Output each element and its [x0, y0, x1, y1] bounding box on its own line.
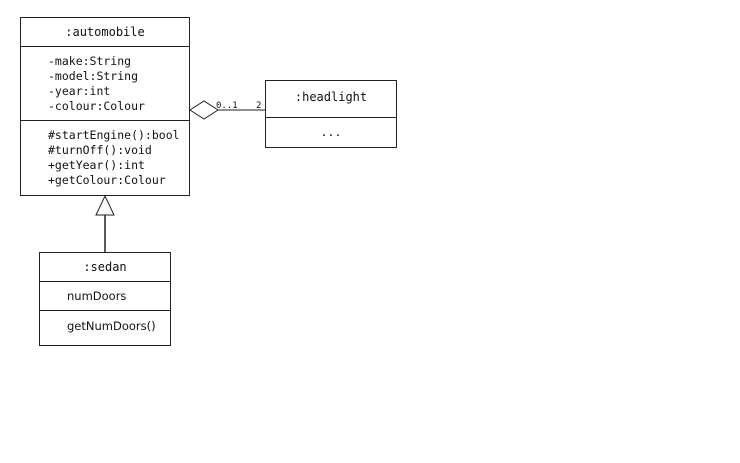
generalization-arrowhead — [95, 194, 115, 216]
headlight-ellipsis: ... — [320, 125, 342, 139]
attribute-make: -make:String — [48, 54, 132, 68]
automobile-class-name: :automobile — [65, 25, 145, 39]
attribute-num-doors: numDoors — [67, 289, 127, 303]
aggregation-diamond — [189, 100, 219, 120]
operation-get-year: +getYear():int — [48, 158, 145, 172]
operation-start-engine: #startEngine():bool — [48, 128, 180, 142]
headlight-class-name: :headlight — [294, 90, 368, 104]
attribute-model: -model:String — [48, 69, 139, 83]
sedan-class: :sedan numDoors getNumDoors() — [39, 252, 171, 346]
automobile-class: :automobile -make:String -model:String -… — [20, 17, 190, 196]
operation-get-num-doors: getNumDoors() — [67, 319, 156, 333]
attribute-colour: -colour:Colour — [48, 99, 145, 113]
headlight-class: :headlight ... — [265, 80, 397, 148]
multiplicity-near: 0..1 — [216, 101, 238, 111]
operation-get-colour: +getColour:Colour — [48, 173, 166, 187]
sedan-attributes: numDoors — [40, 281, 170, 310]
multiplicity-far: 2 — [256, 101, 261, 111]
attribute-year: -year:int — [48, 84, 111, 98]
automobile-attributes: -make:String -model:String -year:int -co… — [21, 46, 189, 120]
sedan-class-name: :sedan — [83, 260, 127, 274]
operation-turn-off: #turnOff():void — [48, 143, 152, 157]
sedan-operations: getNumDoors() — [40, 310, 170, 345]
headlight-body: ... — [266, 117, 396, 147]
automobile-operations: #startEngine():bool #turnOff():void +get… — [21, 120, 189, 188]
